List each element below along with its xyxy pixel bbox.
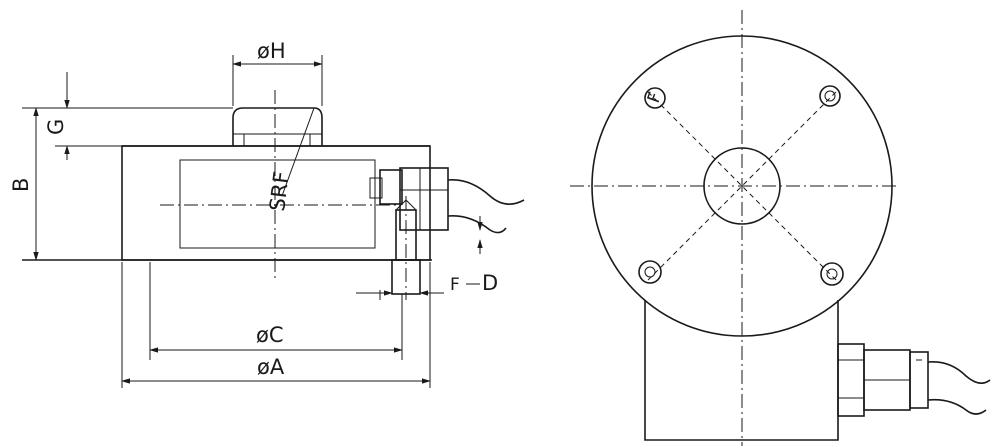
g-label: G (44, 119, 68, 135)
side-view: SRF øH G B (9, 39, 525, 388)
b-label: B (9, 178, 33, 192)
cable-gland (837, 343, 991, 417)
f-label: F (450, 275, 460, 295)
top-view: F (570, 10, 991, 446)
d-label: D (482, 271, 498, 295)
srf-label: SRF (265, 170, 294, 213)
loading-button (232, 107, 323, 146)
phi-h-label: øH (257, 39, 286, 63)
mounting-hole-br (820, 262, 844, 286)
phi-c-label: øC (256, 323, 284, 347)
mounting-bolt (391, 196, 421, 300)
cable-connector (369, 167, 525, 234)
mounting-hole-bl (638, 260, 662, 284)
mounting-hole-tr (819, 85, 841, 107)
phi-a-label: øA (257, 355, 285, 379)
mounting-hole-tl: F (644, 87, 666, 109)
